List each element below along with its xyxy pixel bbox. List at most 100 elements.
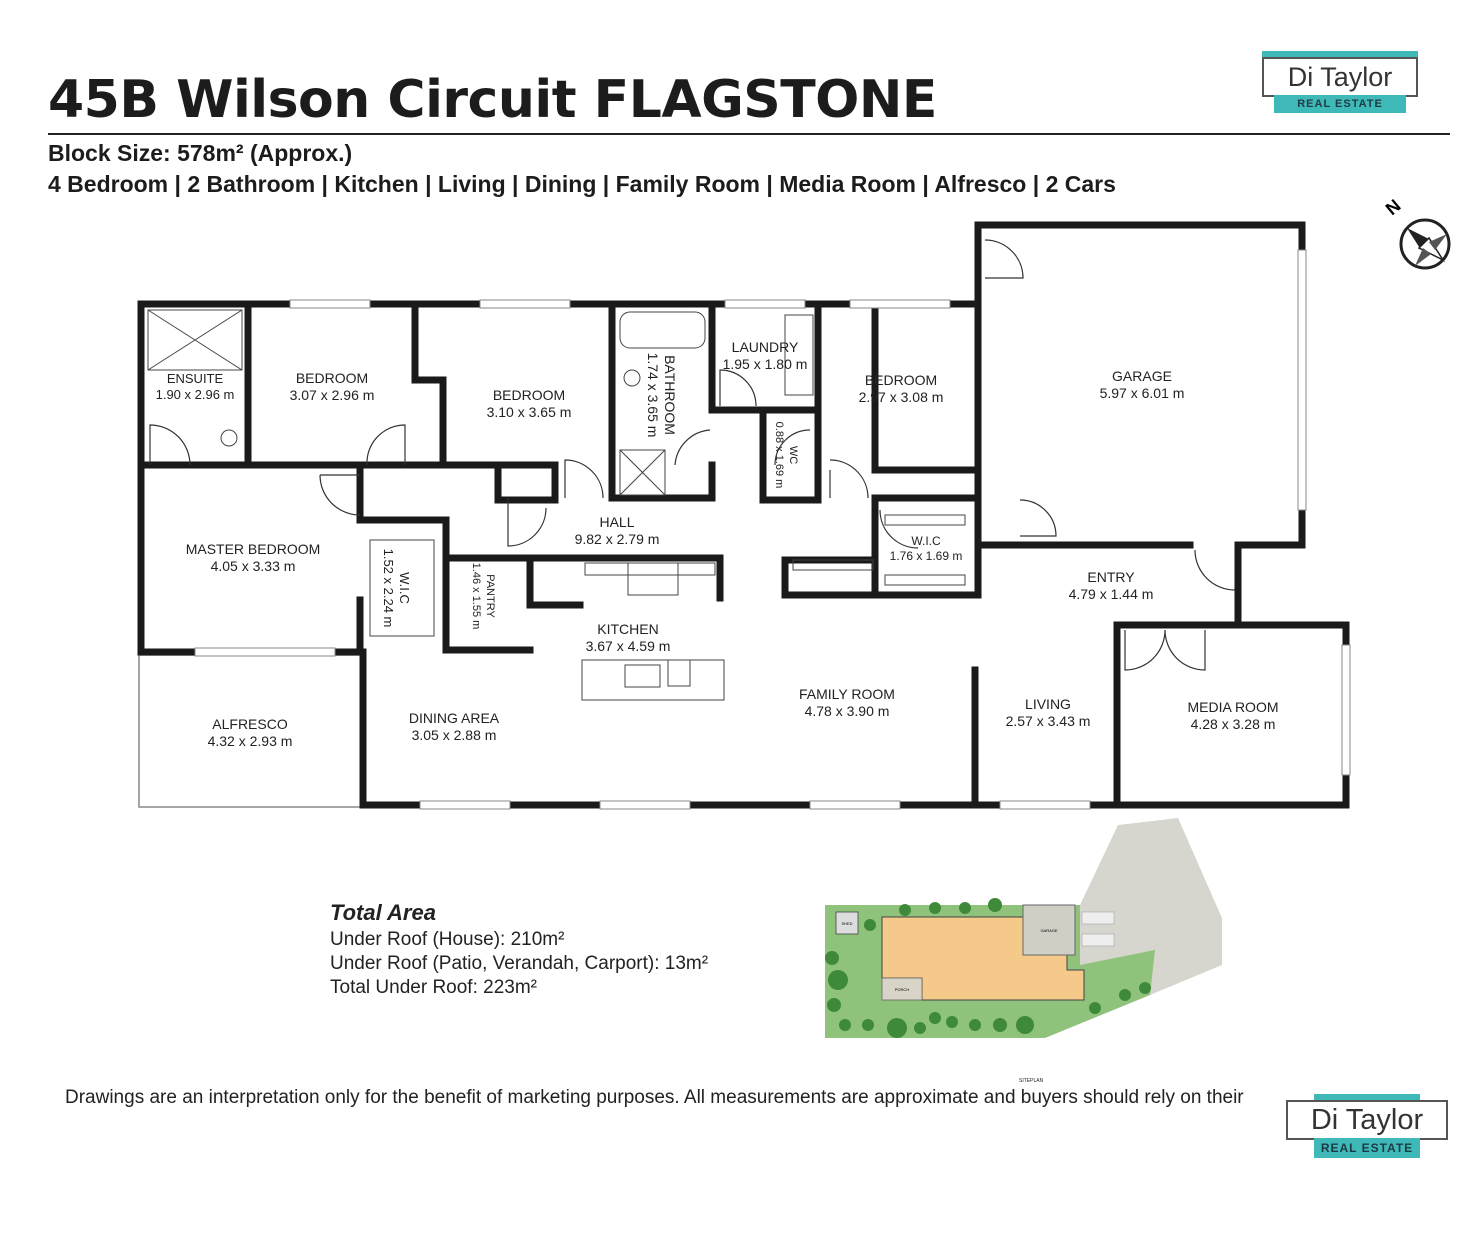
- room-size: 3.05 x 2.88 m: [412, 727, 497, 743]
- door-wic: [879, 509, 919, 549]
- room-size: 1.52 x 2.24 m: [381, 549, 396, 628]
- siteplan-shed-label: SHED: [841, 921, 852, 926]
- room-size: 5.97 x 6.01 m: [1100, 385, 1185, 401]
- room-name: LAUNDRY: [732, 339, 799, 355]
- door-garage-side: [984, 239, 1024, 279]
- siteplan-trees: [825, 898, 1151, 1038]
- basin-bathroom: [623, 369, 641, 387]
- room-name: BATHROOM: [662, 355, 678, 435]
- doors: [149, 239, 1236, 671]
- siteplan-porch: [881, 977, 923, 1001]
- shower-cross: [619, 449, 666, 496]
- siteplan-road: [1080, 818, 1222, 995]
- room-name: KITCHEN: [597, 621, 658, 637]
- wic-shelf: [884, 514, 966, 526]
- door-bedroom2: [366, 424, 406, 466]
- siteplan-garage-label: GARAGE: [1040, 928, 1057, 933]
- room-size: 2.57 x 3.43 m: [1006, 713, 1091, 729]
- room-size: 3.07 x 2.96 m: [290, 387, 375, 403]
- wall-bedroom4: [871, 300, 982, 474]
- room-name: DINING AREA: [409, 710, 500, 726]
- wall-wic-master: [356, 516, 534, 654]
- door-media-right: [1164, 629, 1206, 671]
- room-size: 3.67 x 4.59 m: [586, 638, 671, 654]
- compass: N: [1382, 195, 1451, 270]
- room-size: 4.32 x 2.93 m: [208, 733, 293, 749]
- room-size: 1.90 x 2.96 m: [156, 387, 235, 402]
- wall-linen: [781, 556, 879, 599]
- wall-west: [137, 300, 367, 656]
- bathtub: [619, 311, 706, 349]
- room-size: 0.88 x 1.69 m: [773, 422, 785, 489]
- room-name: W.I.C: [911, 534, 941, 548]
- tree: [839, 1019, 851, 1031]
- cooktop: [627, 562, 679, 596]
- dishwasher: [667, 659, 691, 687]
- window: [599, 800, 691, 810]
- room-name: W.I.C: [397, 572, 412, 604]
- logo-name: Di Taylor: [1310, 1104, 1424, 1136]
- room-name: ENTRY: [1087, 569, 1135, 585]
- laundry-bench: [784, 314, 814, 396]
- window: [289, 299, 371, 309]
- brand-logo-bottom: Di Taylor REAL ESTATE: [1286, 1094, 1448, 1158]
- window: [849, 299, 951, 309]
- logo-name: Di Taylor: [1287, 62, 1393, 92]
- door-laundry: [719, 369, 757, 407]
- room-label: WC0.88 x 1.69 m: [773, 422, 799, 489]
- tree: [862, 1019, 874, 1031]
- room-name: BEDROOM: [865, 372, 937, 388]
- room-name: ENSUITE: [167, 371, 224, 386]
- wall-laundry: [708, 300, 822, 504]
- door-ensuite: [149, 424, 191, 466]
- header-divider: [48, 133, 1450, 135]
- tree: [914, 1022, 926, 1034]
- room-size: 4.78 x 3.90 m: [805, 703, 890, 719]
- siteplan-porch-label: PORCH: [895, 987, 910, 992]
- wall-hall-nook: [359, 461, 559, 504]
- shower-cross: [147, 309, 243, 371]
- siteplan-car: [1081, 933, 1115, 947]
- room-name: WC: [787, 446, 799, 464]
- brand-logo-top: Di Taylor REAL ESTATE: [1262, 51, 1418, 113]
- wall-bathroom: [608, 300, 716, 502]
- kitchen-bench-back: [584, 562, 716, 576]
- tree: [969, 1019, 981, 1031]
- window: [479, 299, 571, 309]
- logo-accent-bar: [1262, 51, 1418, 57]
- window: [999, 800, 1091, 810]
- site-plan: GARAGE PORCH SHED: [825, 818, 1222, 1038]
- wall-kitchen-bench: [526, 554, 584, 609]
- block-size: Block Size: 578m² (Approx.): [48, 140, 353, 166]
- features-list: 4 Bedroom | 2 Bathroom | Kitchen | Livin…: [48, 171, 1116, 197]
- shower-ensuite: [147, 309, 243, 371]
- walls: [137, 221, 1350, 809]
- wall-robe: [411, 300, 447, 469]
- room-name: LIVING: [1025, 696, 1071, 712]
- door-hall: [507, 498, 547, 547]
- window: [1341, 644, 1351, 776]
- room-size: 1.95 x 1.80 m: [723, 356, 808, 372]
- wic-shelf: [884, 574, 966, 586]
- fixtures: [147, 309, 966, 701]
- room-name: HALL: [599, 514, 634, 530]
- room-size: 9.82 x 2.79 m: [575, 531, 660, 547]
- basin-ensuite: [220, 429, 238, 447]
- linen-shelf: [792, 559, 874, 571]
- total-area-house: Under Roof (House): 210m²: [330, 929, 565, 950]
- tree: [1089, 1002, 1101, 1014]
- window: [724, 299, 806, 309]
- compass-needle-s: [1415, 248, 1431, 266]
- room-size: 2.97 x 3.08 m: [859, 389, 944, 405]
- siteplan-label: SITEPLAN: [1019, 1078, 1044, 1084]
- total-area-total: Total Under Roof: 223m²: [330, 977, 537, 998]
- tree: [1139, 982, 1151, 994]
- window: [809, 800, 901, 810]
- wic-shelving: [369, 539, 435, 637]
- windows: [194, 249, 1351, 810]
